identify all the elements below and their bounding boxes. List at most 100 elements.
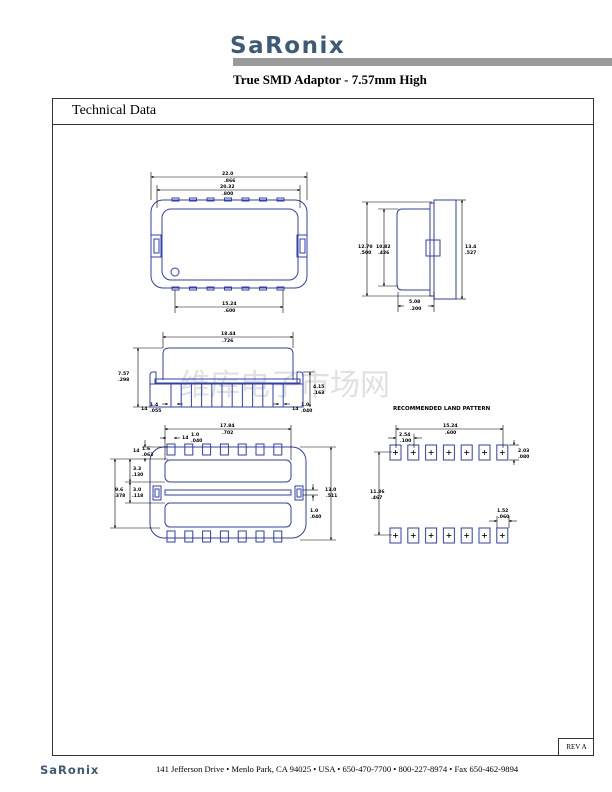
bottom-view-pin bbox=[202, 530, 212, 543]
dim-front-right-mm: 1.0 bbox=[301, 402, 309, 408]
dim-side-flange-in: .527 bbox=[465, 250, 476, 256]
dim-front-height-in: .298 bbox=[118, 377, 129, 383]
dim-land-pad-length-in: .080 bbox=[518, 454, 529, 460]
top-view-pin bbox=[259, 286, 267, 291]
brand-logo: SaRonix bbox=[230, 33, 346, 59]
bottom-view-pin bbox=[166, 443, 176, 456]
dim-side-width-in: .500 bbox=[360, 250, 371, 256]
dim-bottom-gap-b-in: .118 bbox=[132, 493, 143, 499]
side-view-dimensions bbox=[362, 199, 466, 312]
bottom-view-lower-slot bbox=[164, 502, 292, 528]
dim-front-right-count: 14 bbox=[292, 406, 298, 412]
dim-land-pad-width-in: .060 bbox=[498, 514, 509, 520]
dim-land-pad-width-mm: 1.52 bbox=[497, 508, 508, 514]
top-view-pin bbox=[241, 286, 250, 291]
dim-front-left-mm: 1.4 bbox=[150, 402, 158, 408]
dim-side-inner-mm: 10.82 bbox=[376, 244, 391, 250]
bottom-view-upper-slot bbox=[164, 459, 292, 483]
dim-inner-length-in: .800 bbox=[222, 191, 233, 197]
dim-bottom-depth-count: 14 bbox=[133, 448, 139, 454]
dim-land-row-in: .467 bbox=[371, 495, 382, 501]
front-view-pin-cells bbox=[170, 384, 284, 407]
top-view-left-tab bbox=[150, 234, 162, 258]
section-title: Technical Data bbox=[72, 103, 157, 118]
front-view-dimensions bbox=[133, 332, 314, 408]
bottom-view-left-tab bbox=[152, 485, 162, 501]
bottom-view-pin bbox=[255, 530, 265, 543]
top-view-right-tab-inner bbox=[299, 238, 306, 254]
land-pad bbox=[425, 444, 438, 461]
dim-pin-span-in: .600 bbox=[224, 308, 235, 314]
dim-bottom-row-mm: 17.84 bbox=[220, 423, 235, 429]
land-pattern-pads bbox=[389, 444, 509, 544]
front-view-left-lip bbox=[149, 371, 157, 384]
section-header: Technical Data bbox=[52, 98, 594, 125]
side-view-body bbox=[396, 208, 431, 291]
top-view-pin bbox=[171, 197, 180, 202]
dim-side-inner-in: .426 bbox=[378, 250, 389, 256]
bottom-view-pin bbox=[273, 530, 283, 543]
dim-bottom-pin-in: .040 bbox=[191, 438, 202, 444]
dim-bottom-slot-mm: 1.0 bbox=[310, 508, 318, 514]
top-view-pin bbox=[259, 197, 267, 202]
land-pattern-dimensions bbox=[374, 425, 519, 536]
top-view-pin bbox=[224, 197, 232, 202]
top-view-left-tab-inner bbox=[153, 238, 160, 254]
top-view-pin bbox=[206, 286, 215, 291]
front-view-right-lip bbox=[296, 371, 304, 384]
dim-bottom-gap-b-mm: 3.0 bbox=[133, 487, 141, 493]
bottom-view-pin bbox=[237, 443, 247, 456]
dim-inner-length-mm: 20.32 bbox=[220, 184, 235, 190]
dim-bottom-width-mm: 13.0 bbox=[325, 487, 336, 493]
dim-land-row-mm: 11.86 bbox=[370, 489, 385, 495]
bottom-view-dimensions bbox=[110, 425, 336, 541]
dim-bottom-gap-a-in: .130 bbox=[132, 472, 143, 478]
dim-bottom-depth-in: .063 bbox=[142, 452, 153, 458]
land-pad bbox=[478, 527, 491, 544]
bottom-view-pin bbox=[166, 530, 176, 543]
top-view-pin bbox=[171, 286, 180, 291]
bottom-view-pin bbox=[237, 530, 247, 543]
dim-front-base-in: .163 bbox=[313, 390, 324, 396]
dim-bottom-row-in: .702 bbox=[222, 430, 233, 436]
footer-brand-logo: SaRonix bbox=[40, 763, 100, 777]
dim-front-right-in: .040 bbox=[301, 408, 312, 414]
top-view-inner-body bbox=[161, 208, 299, 281]
bottom-view-pin bbox=[184, 530, 194, 543]
bottom-view-body bbox=[149, 446, 307, 539]
dim-land-pitch-mm: 2.54 bbox=[399, 432, 410, 438]
top-view-pins-bottom bbox=[171, 286, 285, 291]
dim-front-base-mm: 4.15 bbox=[313, 384, 324, 390]
dim-bottom-slot-in: .040 bbox=[310, 514, 321, 520]
dim-pin-span-mm: 15.24 bbox=[222, 301, 237, 307]
top-view-pin bbox=[241, 197, 250, 202]
footer-address: 141 Jefferson Drive • Menlo Park, CA 940… bbox=[156, 764, 519, 774]
dim-bottom-gap-a-mm: 3.3 bbox=[133, 466, 141, 472]
dim-overall-length-mm: 22.0 bbox=[222, 171, 233, 177]
land-pad bbox=[407, 527, 420, 544]
dim-overall-length-in: .866 bbox=[224, 178, 235, 184]
dim-front-length-in: .726 bbox=[222, 338, 233, 344]
dim-land-span-mm: 15.24 bbox=[443, 423, 458, 429]
bottom-view-center-slot bbox=[164, 489, 292, 496]
bottom-view-pins-top bbox=[166, 443, 283, 456]
header-bar bbox=[233, 58, 612, 66]
dim-side-flange-mm: 13.4 bbox=[465, 244, 476, 250]
top-view-dimensions bbox=[150, 172, 308, 313]
dim-bottom-offset-mm: 9.6 bbox=[115, 487, 123, 493]
land-pad bbox=[478, 444, 491, 461]
bottom-view-right-tab bbox=[294, 485, 304, 501]
dim-bottom-pin-mm: 1.0 bbox=[191, 432, 199, 438]
dim-bottom-pin-count: 14 bbox=[182, 435, 188, 441]
bottom-view-pin bbox=[202, 443, 212, 456]
front-view-socket bbox=[149, 383, 304, 408]
bottom-view-pins-bottom bbox=[166, 530, 283, 543]
bottom-view-pin bbox=[255, 443, 265, 456]
side-view-tab bbox=[425, 239, 441, 257]
land-pattern-title: RECOMMENDED LAND PATTERN bbox=[393, 406, 491, 412]
side-view-cap bbox=[433, 199, 457, 300]
top-view-pin bbox=[189, 286, 197, 291]
dim-front-length-mm: 18.44 bbox=[221, 331, 236, 337]
land-pad bbox=[425, 527, 438, 544]
